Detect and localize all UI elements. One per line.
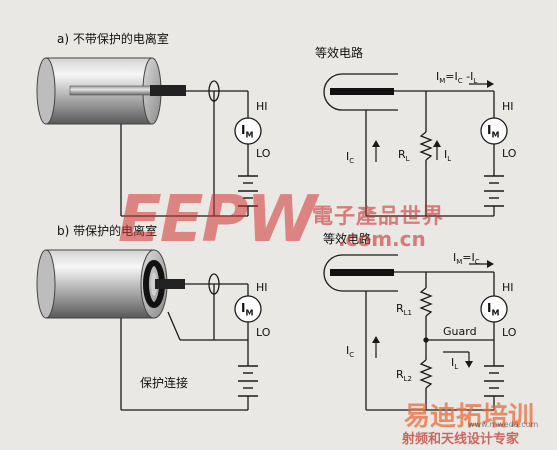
circuit-a-wires (120, 80, 249, 217)
eepw-watermark-logo: EEPW (118, 183, 317, 257)
ammeter-a-equiv (480, 117, 508, 145)
site-watermark-name: 易迪拓培训 (404, 402, 535, 432)
label-rl2: RL2 (396, 368, 413, 384)
site-watermark-url: www.mweda.com (468, 420, 539, 429)
ammeter-b-equiv (480, 295, 508, 323)
meter-b-symbol: IM (241, 301, 254, 318)
equiv-b (323, 254, 495, 411)
eepw-watermark-name: 電子產品世界 (312, 203, 444, 228)
chamber-guarded (36, 249, 185, 319)
label-im-ic-il: IM=IC -IL (436, 70, 478, 86)
ammeter-a (234, 117, 262, 145)
battery-a-equiv (484, 175, 504, 207)
label-rl: RL (398, 148, 410, 164)
equiv-a-title: 等效电路 (315, 46, 364, 60)
meter-b-equiv-lo: LO (502, 326, 517, 339)
site-watermark-tagline: 射频和天线设计专家 (402, 432, 520, 447)
meter-a-equiv-lo: LO (502, 147, 517, 160)
meter-a-equiv-hi: HI (502, 100, 514, 113)
label-il-b: IL (451, 356, 459, 372)
label-im-eq-ic: IM=IC (453, 251, 480, 267)
section-b-title: b) 带保护的电离室 (57, 224, 158, 238)
section-a-title: a) 不带保护的电离室 (57, 32, 169, 46)
meter-a-lo: LO (256, 147, 271, 160)
meter-a-equiv-symbol: IM (487, 123, 500, 140)
label-guard: Guard (443, 325, 477, 338)
battery-b-equiv (484, 365, 504, 397)
meter-b-lo: LO (256, 326, 271, 339)
current-arrows-b (372, 260, 494, 368)
label-il-a: IL (444, 148, 452, 164)
label-ic-a: IC (346, 150, 355, 166)
guard-connection-label: 保护连接 (140, 376, 189, 390)
circuit-b-wires (120, 273, 249, 411)
battery-a (238, 175, 258, 207)
meter-a-hi: HI (256, 100, 268, 113)
label-ic-b: IC (346, 344, 355, 360)
battery-b (238, 365, 258, 397)
meter-a-symbol: IM (241, 123, 254, 140)
eepw-watermark-domain: .com.cn (338, 227, 426, 251)
equiv-b-title: 等效电路 (323, 232, 372, 246)
current-arrows-a (372, 80, 494, 162)
meter-b-hi: HI (256, 281, 268, 294)
ammeter-b (234, 295, 262, 323)
meter-b-equiv-hi: HI (502, 281, 514, 294)
label-rl1: RL1 (396, 302, 413, 318)
chamber-unguarded (36, 57, 186, 125)
meter-b-equiv-symbol: IM (487, 301, 500, 318)
equiv-a (323, 73, 495, 217)
